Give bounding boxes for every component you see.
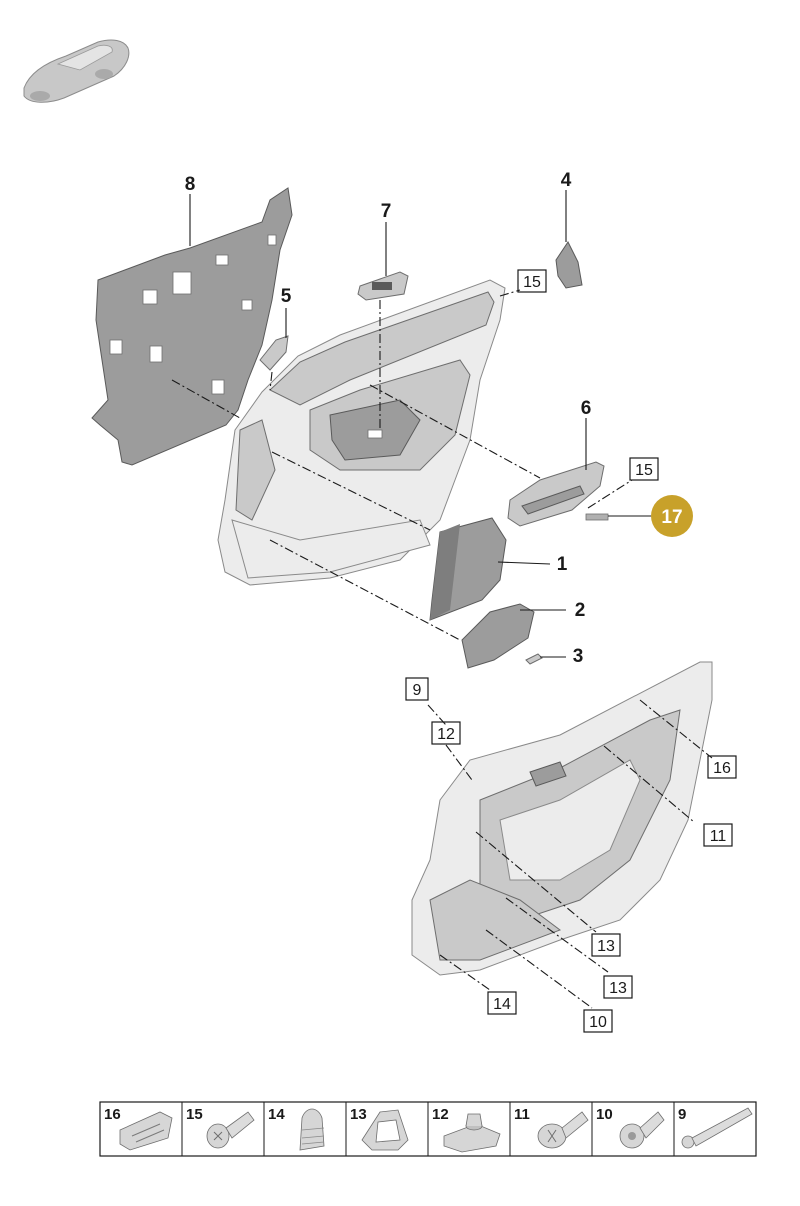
callout-7: 7: [381, 201, 392, 222]
hardware-label-9: 9: [678, 1106, 686, 1123]
svg-text:15: 15: [635, 462, 653, 479]
svg-text:14: 14: [493, 996, 511, 1013]
svg-text:10: 10: [589, 1014, 607, 1031]
svg-text:13: 13: [597, 938, 615, 955]
box-callout-9: 9: [405, 677, 429, 701]
box-callout-14: 14: [487, 991, 517, 1015]
callout-2: 2: [575, 600, 586, 621]
part-2-cover: [461, 603, 535, 669]
boxed-callouts: 15 15 9 12 16 11 13 13: [405, 269, 737, 1033]
clip-icon: [119, 1111, 173, 1151]
long-screw-icon: [681, 1107, 753, 1149]
box-callout-16: 16: [707, 755, 737, 779]
svg-text:12: 12: [437, 726, 455, 743]
hardware-label-16: 16: [104, 1106, 121, 1123]
spring-clip-icon: [361, 1109, 409, 1151]
leader-lines: [189, 190, 652, 658]
part-8-insulation: [91, 187, 293, 466]
hardware-label-11: 11: [514, 1106, 530, 1123]
highlight-callout-17[interactable]: 17: [651, 495, 693, 537]
hardware-label-12: 12: [432, 1106, 449, 1123]
callout-1: 1: [557, 554, 568, 575]
highlight-circle[interactable]: [651, 495, 693, 537]
callout-8: 8: [185, 174, 196, 195]
box-callout-13a: 13: [591, 933, 621, 957]
part-4-corner-cover: [555, 241, 583, 289]
svg-text:11: 11: [710, 828, 727, 845]
box-callout-10: 10: [583, 1009, 613, 1033]
door-trim-panel: [217, 279, 506, 586]
callout-6: 6: [581, 398, 592, 419]
svg-text:13: 13: [609, 980, 627, 997]
car-thumbnail: [23, 39, 130, 103]
hardware-label-13: 13: [350, 1106, 367, 1123]
nut-icon: [299, 1108, 325, 1151]
part-3-clip: [525, 653, 543, 665]
hardware-label-14: 14: [268, 1106, 285, 1123]
part-1-compartment: [429, 517, 507, 621]
box-callout-15a: 15: [517, 269, 547, 293]
part-7-handle-insert: [357, 271, 409, 301]
hardware-label-15: 15: [186, 1106, 203, 1123]
callout-17: 17: [661, 507, 682, 528]
bold-callouts: 8 7 4 5 6 1 2 3: [185, 170, 592, 667]
box-callout-15b: 15: [629, 457, 659, 481]
flange-screw-icon: [537, 1111, 589, 1149]
box-callout-13b: 13: [603, 975, 633, 999]
bolt-icon: [619, 1111, 665, 1149]
box-callout-11: 11: [703, 823, 733, 847]
door-carrier-panel: [411, 661, 713, 976]
svg-text:16: 16: [713, 760, 731, 777]
callout-5: 5: [281, 286, 292, 307]
box-callout-12: 12: [431, 721, 461, 745]
connector-lines: [171, 289, 713, 1009]
part-5-trim: [259, 335, 289, 371]
hardware-label-10: 10: [596, 1106, 613, 1123]
callout-3: 3: [573, 646, 584, 667]
svg-text:9: 9: [413, 682, 422, 699]
screw-icon: [206, 1111, 255, 1149]
callout-4: 4: [561, 170, 572, 191]
hardware-legend: 16 15 14 13 12 11 10 9: [99, 1101, 757, 1157]
part-6-switch-bezel: [507, 461, 609, 527]
svg-text:15: 15: [523, 274, 541, 291]
base-clip-icon: [443, 1113, 501, 1153]
